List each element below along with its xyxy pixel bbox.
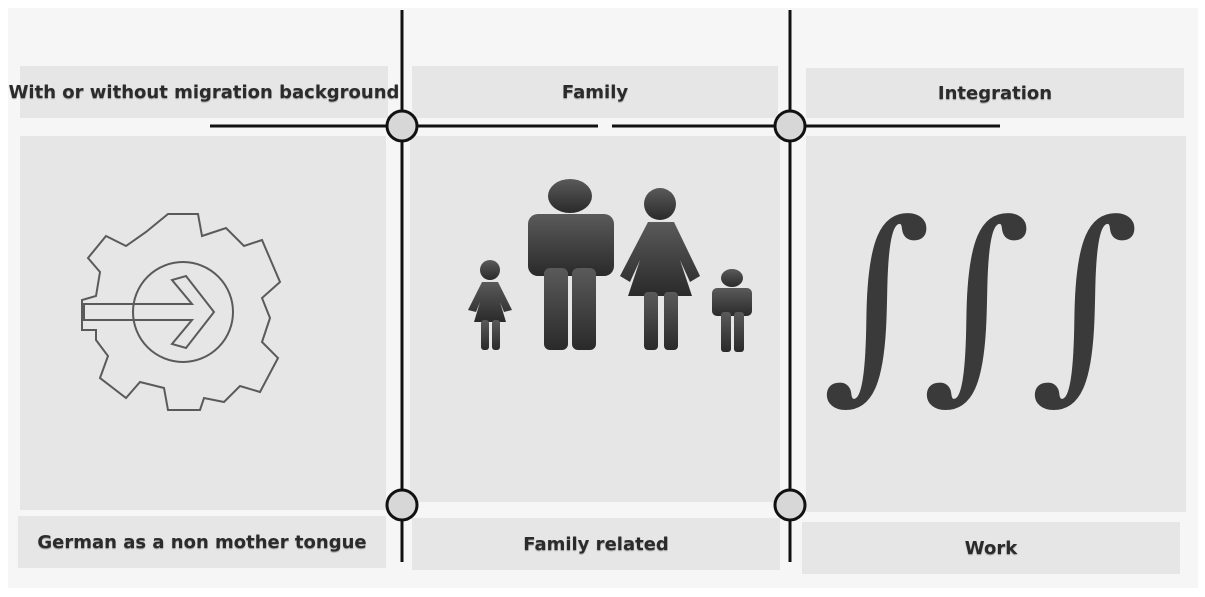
- node-bottom-left: [385, 488, 419, 522]
- integral-symbol-1: ∫: [822, 177, 931, 422]
- integral-symbol-2: ∫: [922, 177, 1031, 422]
- column-2-footer: Family related: [412, 518, 780, 570]
- column-3-header: Integration: [806, 68, 1184, 118]
- column-1-header: With or without migration background: [9, 66, 399, 118]
- gear-arrow-icon: [81, 213, 282, 411]
- node-bottom-right: [773, 488, 807, 522]
- family-icon: [468, 179, 752, 352]
- column-1-footer: German as a non mother tongue: [18, 516, 386, 568]
- column-3-footer: Work: [802, 522, 1180, 574]
- node-top-left: [385, 109, 419, 143]
- integral-symbol-3: ∫: [1030, 177, 1139, 422]
- column-3-image-panel: [806, 136, 1186, 512]
- node-top-right: [773, 109, 807, 143]
- column-2-header: Family: [412, 66, 778, 118]
- integral-symbols-icon: ∫ ∫ ∫: [822, 177, 1139, 422]
